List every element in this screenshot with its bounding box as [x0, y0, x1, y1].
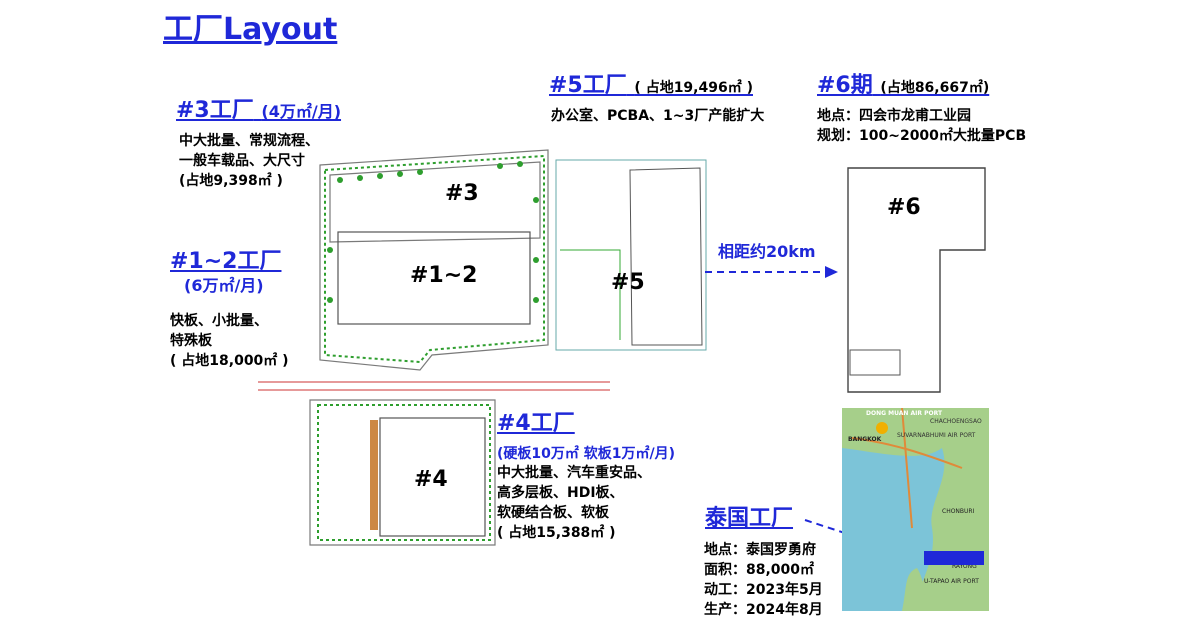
f12-line: 快板、小批量、 — [170, 313, 268, 329]
site-6-outline — [847, 167, 986, 393]
compound-1-3 — [319, 149, 549, 371]
f4-line: 高多层板、HDI板、 — [497, 485, 624, 501]
f3-line: 中大批量、常规流程、 — [179, 133, 319, 149]
f5-area: ( 占地19,496㎡ ) — [634, 80, 753, 96]
f12-heading: #1~2工厂 — [170, 249, 282, 274]
f6-details: 地点：四会市龙甫工业园 规划：100~2000㎡大批量PCB — [817, 106, 1026, 146]
f4-heading: #4工厂 — [497, 411, 575, 436]
f4-line: 中大批量、汽车重安品、 — [497, 465, 651, 481]
f12-details: 快板、小批量、 特殊板 ( 占地18,000㎡ ) — [170, 311, 289, 371]
map-label: CHACHOENGSAO — [930, 418, 982, 425]
site-5 — [555, 159, 707, 351]
thai-arrow-line — [804, 519, 913, 556]
thai-heading: 泰国工厂 — [705, 506, 794, 531]
map-label: DONG MUAN AIR PORT — [866, 410, 943, 417]
f12-capacity: (6万㎡/月) — [184, 276, 264, 295]
f3-capacity: (4万㎡/月) — [261, 102, 342, 121]
green-hedge-4 — [317, 404, 491, 541]
f4-line: ( 占地15,388㎡ ) — [497, 525, 616, 541]
thai-line: 地点：泰国罗勇府 — [704, 542, 816, 558]
f5-heading: #5工厂 — [549, 73, 627, 98]
f12-map-label: #1~2 — [410, 263, 478, 288]
f4-line: 软硬结合板、软板 — [497, 505, 609, 521]
map-label: U-TAPAO AIR PORT — [924, 578, 979, 585]
f4-details: 中大批量、汽车重安品、 高多层板、HDI板、 软硬结合板、软板 ( 占地15,3… — [497, 463, 651, 543]
site-4-strip — [370, 420, 378, 530]
map-label: SUVARNABHUMI AIR PORT — [897, 432, 976, 439]
f3-map-label: #3 — [445, 181, 479, 206]
f3-line: (占地9,398㎡ ) — [179, 173, 283, 189]
f6-line: 地点：四会市龙甫工业园 — [817, 108, 971, 124]
f12-line: 特殊板 — [170, 333, 212, 349]
f6-heading-group: #6期 (占地86,667㎡) — [817, 67, 989, 99]
road-lines — [258, 381, 610, 391]
f6-area: (占地86,667㎡) — [880, 80, 990, 96]
f3-line: 一般车载品、大尺寸 — [179, 153, 305, 169]
page-title: 工厂Layout — [163, 12, 338, 47]
site-4 — [309, 399, 496, 546]
thailand-map: DONG MUAN AIR PORT CHACHOENGSAO SUVARNAB… — [842, 408, 989, 611]
f6-line: 规划：100~2000㎡大批量PCB — [817, 128, 1027, 144]
green-hedge-1-3 — [324, 154, 545, 364]
f5-line: 办公室、PCBA、1~3厂产能扩大 — [551, 108, 765, 124]
thai-line: 面积：88,000㎡ — [704, 562, 815, 578]
thai-line: 动工：2023年5月 — [704, 582, 823, 598]
f12-line: ( 占地18,000㎡ ) — [170, 353, 289, 369]
f3-heading: #3工厂 — [176, 98, 254, 123]
f6-heading: #6期 — [817, 73, 873, 98]
distance-label: 相距约20km — [718, 242, 816, 261]
map-label: CHONBURI — [942, 508, 975, 515]
f5-heading-group: #5工厂 ( 占地19,496㎡ ) — [549, 67, 753, 99]
f6-map-label: #6 — [887, 195, 921, 220]
f3-heading-group: #3工厂 (4万㎡/月) — [176, 92, 341, 124]
f3-details: 中大批量、常规流程、 一般车载品、大尺寸 (占地9,398㎡ ) — [179, 131, 319, 191]
f5-details: 办公室、PCBA、1~3厂产能扩大 — [551, 106, 764, 126]
distance-arrowhead — [825, 266, 838, 278]
f4-capacity: (硬板10万㎡ 软板1万㎡/月) — [497, 446, 676, 462]
redaction-box — [924, 551, 984, 565]
f5-map-label: #5 — [611, 270, 645, 295]
f4-map-label: #4 — [414, 467, 448, 492]
map-label: RAYONG — [952, 563, 977, 570]
tree-dots — [327, 161, 539, 303]
map-label: BANGKOK — [848, 436, 882, 443]
thai-details: 地点：泰国罗勇府 面积：88,000㎡ 动工：2023年5月 生产：2024年8… — [704, 540, 823, 620]
thai-line: 生产：2024年8月 — [704, 602, 823, 618]
site-6-building — [849, 349, 901, 376]
